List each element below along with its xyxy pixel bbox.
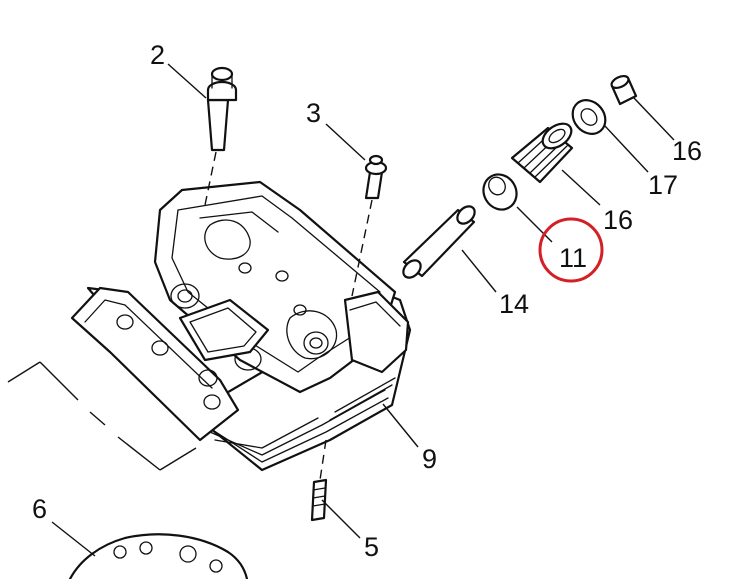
callout-2: 2	[150, 40, 165, 70]
highlight-circle	[538, 217, 604, 283]
dowel-stud	[310, 439, 328, 522]
small-bolt	[351, 154, 388, 297]
head-bolt	[204, 66, 238, 206]
leader-lines	[51, 63, 675, 557]
callout-14: 14	[499, 289, 529, 319]
valve-keeper	[610, 74, 638, 106]
valve-spring	[510, 122, 574, 184]
callout-6: 6	[32, 494, 47, 524]
valve-seal	[482, 173, 518, 211]
spring-retainer	[571, 99, 607, 135]
cylinder-head	[70, 180, 412, 472]
callout-16-spring: 16	[603, 205, 633, 235]
head-gasket	[68, 533, 249, 579]
callout-17: 17	[648, 170, 678, 200]
valve-guide	[402, 205, 476, 279]
callout-5: 5	[364, 532, 379, 562]
callout-9: 9	[422, 444, 437, 474]
callout-labels: 2 3 16 17 16 11 14 9 6 5	[32, 40, 702, 562]
callout-16-keeper: 16	[672, 136, 702, 166]
callout-11: 11	[559, 243, 587, 273]
boundary-lines	[7, 361, 197, 471]
callout-3: 3	[306, 98, 321, 128]
